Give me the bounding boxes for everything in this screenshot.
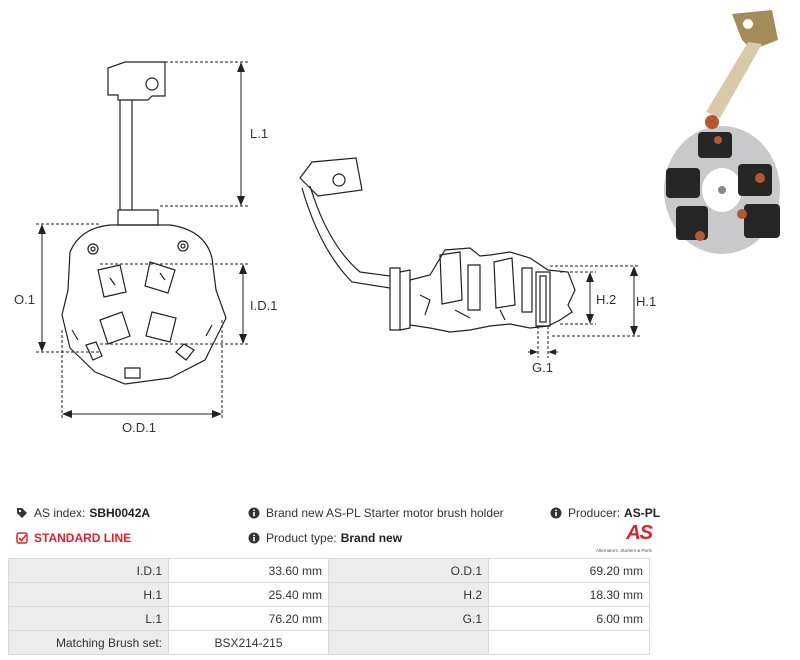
dim-g1 xyxy=(528,326,558,358)
spec-key: I.D.1 xyxy=(8,558,169,583)
lead-wire xyxy=(119,100,133,210)
spec-value: 33.60 mm xyxy=(168,558,329,583)
label-id1: I.D.1 xyxy=(250,298,277,313)
label-o1: O.1 xyxy=(14,292,35,307)
logo-tagline: Alternators, Starters & Parts xyxy=(595,548,652,553)
spec-key: O.D.1 xyxy=(328,558,489,583)
info-icon xyxy=(248,507,260,519)
standard-line: STANDARD LINE xyxy=(16,531,131,545)
spec-value: 69.20 mm xyxy=(488,558,650,583)
dim-h1 xyxy=(550,265,640,337)
standard-line-label: STANDARD LINE xyxy=(34,531,132,545)
empty-cell xyxy=(328,630,489,655)
product-type-label: Product type: xyxy=(266,531,337,545)
dim-id1 xyxy=(100,263,250,345)
side-view xyxy=(299,157,576,333)
label-l1: L.1 xyxy=(250,126,268,141)
spec-key: G.1 xyxy=(328,606,489,631)
spec-key: L.1 xyxy=(8,606,169,631)
as-logo: AS Alternators, Starters & Parts xyxy=(582,522,653,554)
matching-value[interactable]: BSX214-215 xyxy=(168,630,329,655)
table-row: I.D.1 33.60 mm O.D.1 69.20 mm xyxy=(8,558,650,583)
terminal-tab xyxy=(107,61,166,101)
label-h2: H.2 xyxy=(596,292,616,307)
spec-key: H.1 xyxy=(8,582,169,607)
product-type-value: Brand new xyxy=(340,531,403,545)
front-view xyxy=(61,61,227,385)
spec-key: H.2 xyxy=(328,582,489,607)
dim-l1 xyxy=(160,61,248,207)
matching-label: Matching Brush set: xyxy=(8,630,169,655)
product-type: Product type: Brand new xyxy=(248,531,402,545)
technical-drawing: L.1 O.1 I.D.1 O.D.1 H.1 H.2 G.1 xyxy=(14,10,780,435)
side-lead xyxy=(301,185,391,289)
label-h1: H.1 xyxy=(636,294,656,309)
info-icon xyxy=(550,507,562,519)
side-body xyxy=(409,247,576,333)
as-index-label: AS index: xyxy=(34,506,86,520)
table-row: H.1 25.40 mm H.2 18.30 mm xyxy=(8,582,650,607)
empty-cell xyxy=(488,630,650,655)
tag-icon xyxy=(17,508,27,518)
spec-value: 25.40 mm xyxy=(168,582,329,607)
label-g1: G.1 xyxy=(532,360,553,375)
dim-od1 xyxy=(61,320,223,420)
logo-word: AS xyxy=(626,522,653,544)
spec-table: I.D.1 33.60 mm O.D.1 69.20 mm H.1 25.40 … xyxy=(8,558,650,655)
description: Brand new AS-PL Starter motor brush hold… xyxy=(248,506,504,520)
dim-o1 xyxy=(36,223,100,353)
brush-face xyxy=(535,271,551,327)
info-icon xyxy=(248,532,260,544)
table-row: L.1 76.20 mm G.1 6.00 mm xyxy=(8,606,650,631)
producer-label: Producer: xyxy=(568,506,621,520)
spec-value: 18.30 mm xyxy=(488,582,650,607)
spec-value: 6.00 mm xyxy=(488,606,650,631)
product-photo xyxy=(664,10,780,254)
producer: Producer: AS-PL xyxy=(550,506,660,520)
dim-h2 xyxy=(560,271,596,325)
label-od1: O.D.1 xyxy=(122,420,156,435)
side-terminal xyxy=(299,157,363,197)
description-text: Brand new AS-PL Starter motor brush hold… xyxy=(266,506,504,520)
check-square-icon xyxy=(16,532,28,544)
producer-value: AS-PL xyxy=(624,506,661,520)
as-index-value: SBH0042A xyxy=(89,506,151,520)
as-index: AS index: SBH0042A xyxy=(16,506,150,520)
spec-value: 76.20 mm xyxy=(168,606,329,631)
brush-plate xyxy=(61,224,227,385)
table-row: Matching Brush set: BSX214-215 xyxy=(8,630,650,655)
